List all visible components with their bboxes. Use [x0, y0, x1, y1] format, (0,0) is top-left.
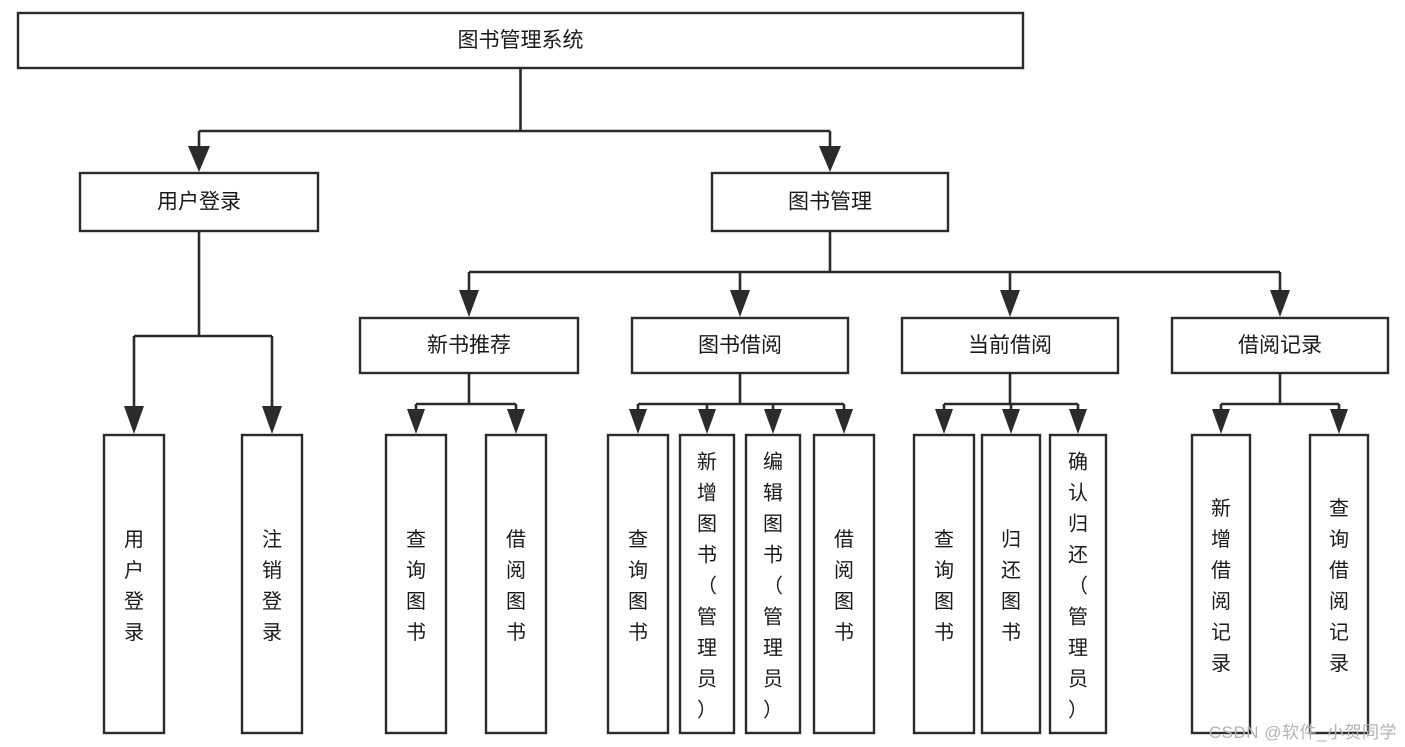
node-box[interactable] [812, 433, 876, 735]
arrowhead-icon [764, 409, 782, 434]
node-level3-3[interactable]: 借阅记录 [1170, 316, 1390, 375]
arrowhead-icon [1069, 409, 1087, 434]
node-label: 当前借阅 [968, 334, 1052, 357]
node-label: 归还图书 [1001, 528, 1021, 644]
arrowhead-icon [1212, 409, 1230, 434]
arrowhead-icon [835, 409, 853, 434]
node-label: 查询借阅记录 [1329, 497, 1349, 675]
node-box[interactable] [102, 433, 166, 735]
node-label: 借阅图书 [834, 528, 854, 644]
node-label: 查询图书 [628, 528, 648, 644]
node-label: 图书管理系统 [458, 29, 584, 52]
node-label: 图书管理 [788, 191, 872, 214]
node-leaf-11[interactable]: 新增借阅记录 [1190, 433, 1252, 735]
node-box[interactable] [358, 316, 580, 375]
node-box[interactable] [980, 433, 1042, 735]
node-leaf-2[interactable]: 查询图书 [384, 433, 448, 735]
node-leaf-12[interactable]: 查询借阅记录 [1308, 433, 1370, 735]
node-box[interactable] [912, 433, 976, 735]
node-label: 查询图书 [934, 528, 954, 644]
node-label: 用户登录 [124, 529, 144, 644]
node-root-0[interactable]: 图书管理系统 [16, 11, 1025, 70]
node-leaf-1[interactable]: 注销登录 [240, 433, 304, 735]
node-label: 注销登录 [262, 528, 282, 644]
node-box[interactable] [606, 433, 670, 735]
node-label: 借阅记录 [1238, 334, 1322, 357]
node-label: 用户登录 [157, 191, 241, 214]
node-box[interactable] [484, 433, 548, 735]
node-leaf-4[interactable]: 查询图书 [606, 433, 670, 735]
node-box[interactable] [384, 433, 448, 735]
arrowhead-icon [124, 406, 144, 434]
node-leaf-6[interactable]: 编辑图书（管理员） [744, 433, 802, 735]
arrowhead-icon [935, 409, 953, 434]
node-layer: 图书管理系统用户登录图书管理新书推荐图书借阅当前借阅借阅记录用户登录注销登录查询… [16, 11, 1390, 735]
node-level3-1[interactable]: 图书借阅 [630, 316, 850, 375]
node-leaf-9[interactable]: 归还图书 [980, 433, 1042, 735]
node-leaf-8[interactable]: 查询图书 [912, 433, 976, 735]
node-box[interactable] [240, 433, 304, 735]
arrowhead-icon [1000, 290, 1020, 317]
arrowhead-icon [407, 409, 425, 434]
node-box[interactable] [710, 171, 950, 233]
node-leaf-5[interactable]: 新增图书（管理员） [678, 433, 736, 735]
node-box[interactable] [1308, 433, 1370, 735]
node-label: 编辑图书（管理员） [763, 451, 783, 722]
node-box[interactable] [900, 316, 1120, 375]
node-label: 确认归还（管理员） [1068, 451, 1088, 722]
node-level3-0[interactable]: 新书推荐 [358, 316, 580, 375]
arrowhead-icon [188, 146, 210, 172]
arrowhead-icon [1330, 409, 1348, 434]
node-label: 新书推荐 [427, 334, 511, 357]
arrowhead-icon [730, 290, 750, 317]
arrowhead-icon [262, 406, 282, 434]
node-box[interactable] [16, 11, 1025, 70]
arrowhead-icon [459, 290, 479, 317]
node-label: 新增借阅记录 [1211, 497, 1231, 675]
node-level2-0[interactable]: 用户登录 [78, 171, 320, 233]
node-label: 借阅图书 [506, 528, 526, 644]
arrowhead-icon [1270, 290, 1290, 317]
arrowhead-icon [1002, 409, 1020, 434]
node-level2-1[interactable]: 图书管理 [710, 171, 950, 233]
node-label: 图书借阅 [698, 334, 782, 357]
node-label: 新增图书（管理员） [697, 451, 717, 722]
node-leaf-7[interactable]: 借阅图书 [812, 433, 876, 735]
arrowhead-icon [507, 409, 525, 434]
arrowhead-icon [819, 146, 841, 172]
node-box[interactable] [1190, 433, 1252, 735]
node-box[interactable] [1048, 433, 1108, 735]
node-label: 查询图书 [406, 528, 426, 644]
arrowhead-layer [124, 146, 1348, 434]
node-box[interactable] [678, 433, 736, 735]
node-box[interactable] [78, 171, 320, 233]
node-leaf-0[interactable]: 用户登录 [102, 433, 166, 735]
node-level3-2[interactable]: 当前借阅 [900, 316, 1120, 375]
node-leaf-3[interactable]: 借阅图书 [484, 433, 548, 735]
node-box[interactable] [744, 433, 802, 735]
arrowhead-icon [698, 409, 716, 434]
node-leaf-10[interactable]: 确认归还（管理员） [1048, 433, 1108, 735]
node-box[interactable] [630, 316, 850, 375]
node-box[interactable] [1170, 316, 1390, 375]
arrowhead-icon [629, 409, 647, 434]
